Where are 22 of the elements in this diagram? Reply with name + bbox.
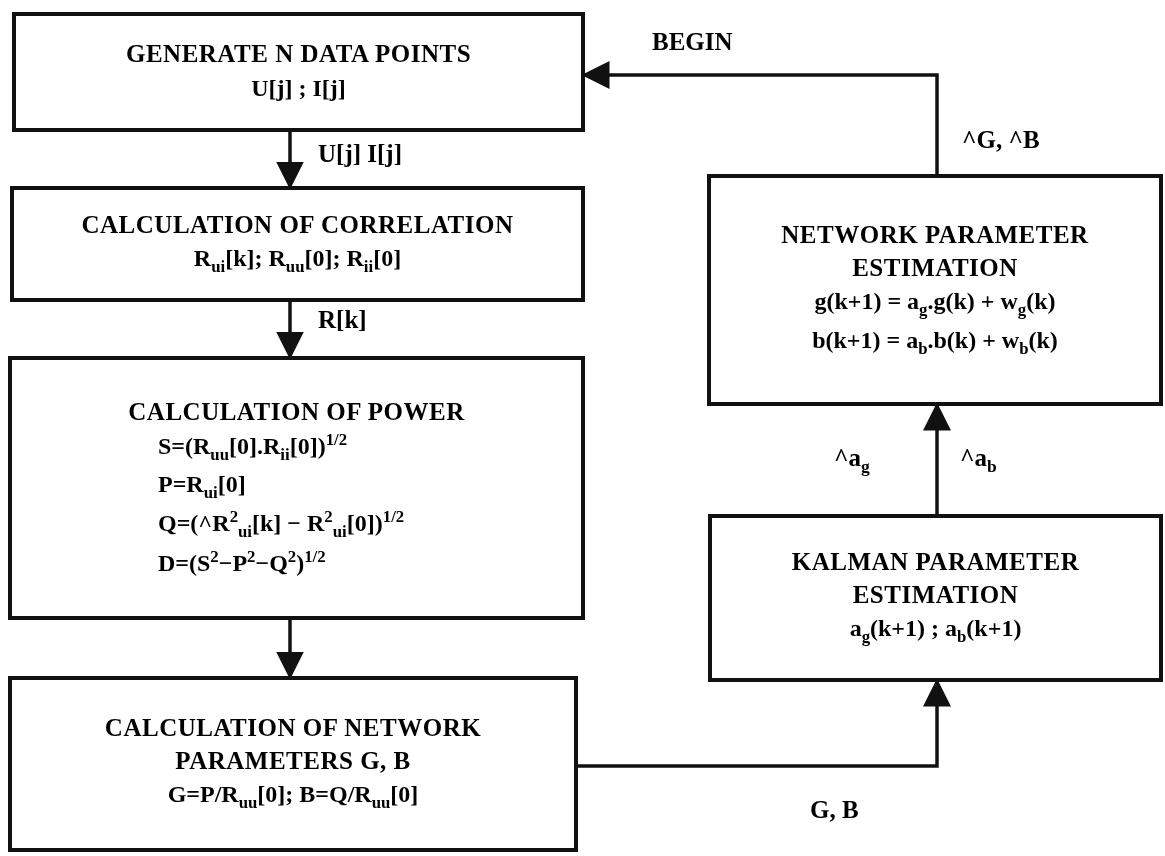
- process-box: [8, 676, 578, 852]
- process-box: [708, 514, 1163, 682]
- process-box: [12, 12, 585, 132]
- formula-text: g(k+1) = a$_{g}$.g(k) + w$_{g}$(k): [813, 287, 1057, 322]
- formula-text: D=(S$^{2}$−P$^{2}$−Q$^{2}$)$^{1/2}$: [157, 545, 327, 578]
- box-heading: CALCULATION OF CORRELATION: [80, 209, 515, 240]
- formula-text: Q=(^R$^{2}$$_{ui}$[k] − R$^{2}$$_{ui}$[0])$^{1/2}$: [157, 506, 406, 544]
- formula-text: P=R$_{ui}$[0]: [157, 470, 247, 505]
- formula-text: b(k+1) = a$_{b}$.b(k) + w$_{b}$(k): [811, 325, 1059, 360]
- formula-text: U[j] ; I[j]: [250, 73, 347, 103]
- formula-text: a$_{g}$(k+1) ; a$_{b}$(k+1): [848, 614, 1023, 649]
- box-heading: CALCULATION OF POWER: [127, 396, 466, 427]
- formula-text: G=P/R$_{uu}$[0]; B=Q/R$_{uu}$[0]: [166, 780, 420, 815]
- process-box: [10, 186, 585, 302]
- process-box: [8, 356, 585, 620]
- box-heading: CALCULATION OF NETWORK PARAMETERS G, B: [103, 713, 483, 776]
- box-heading: GENERATE N DATA POINTS: [124, 39, 473, 70]
- box-heading: NETWORK PARAMETER ESTIMATION: [780, 220, 1090, 283]
- box-heading: KALMAN PARAMETER ESTIMATION: [790, 547, 1081, 610]
- process-box: [707, 174, 1163, 406]
- formula-text: S=(R$_{uu}$[0].R$_{ii}$[0])$^{1/2}$: [157, 429, 349, 466]
- formula-text: R$_{ui}$[k]; R$_{uu}$[0]; R$_{ii}$[0]: [192, 244, 403, 278]
